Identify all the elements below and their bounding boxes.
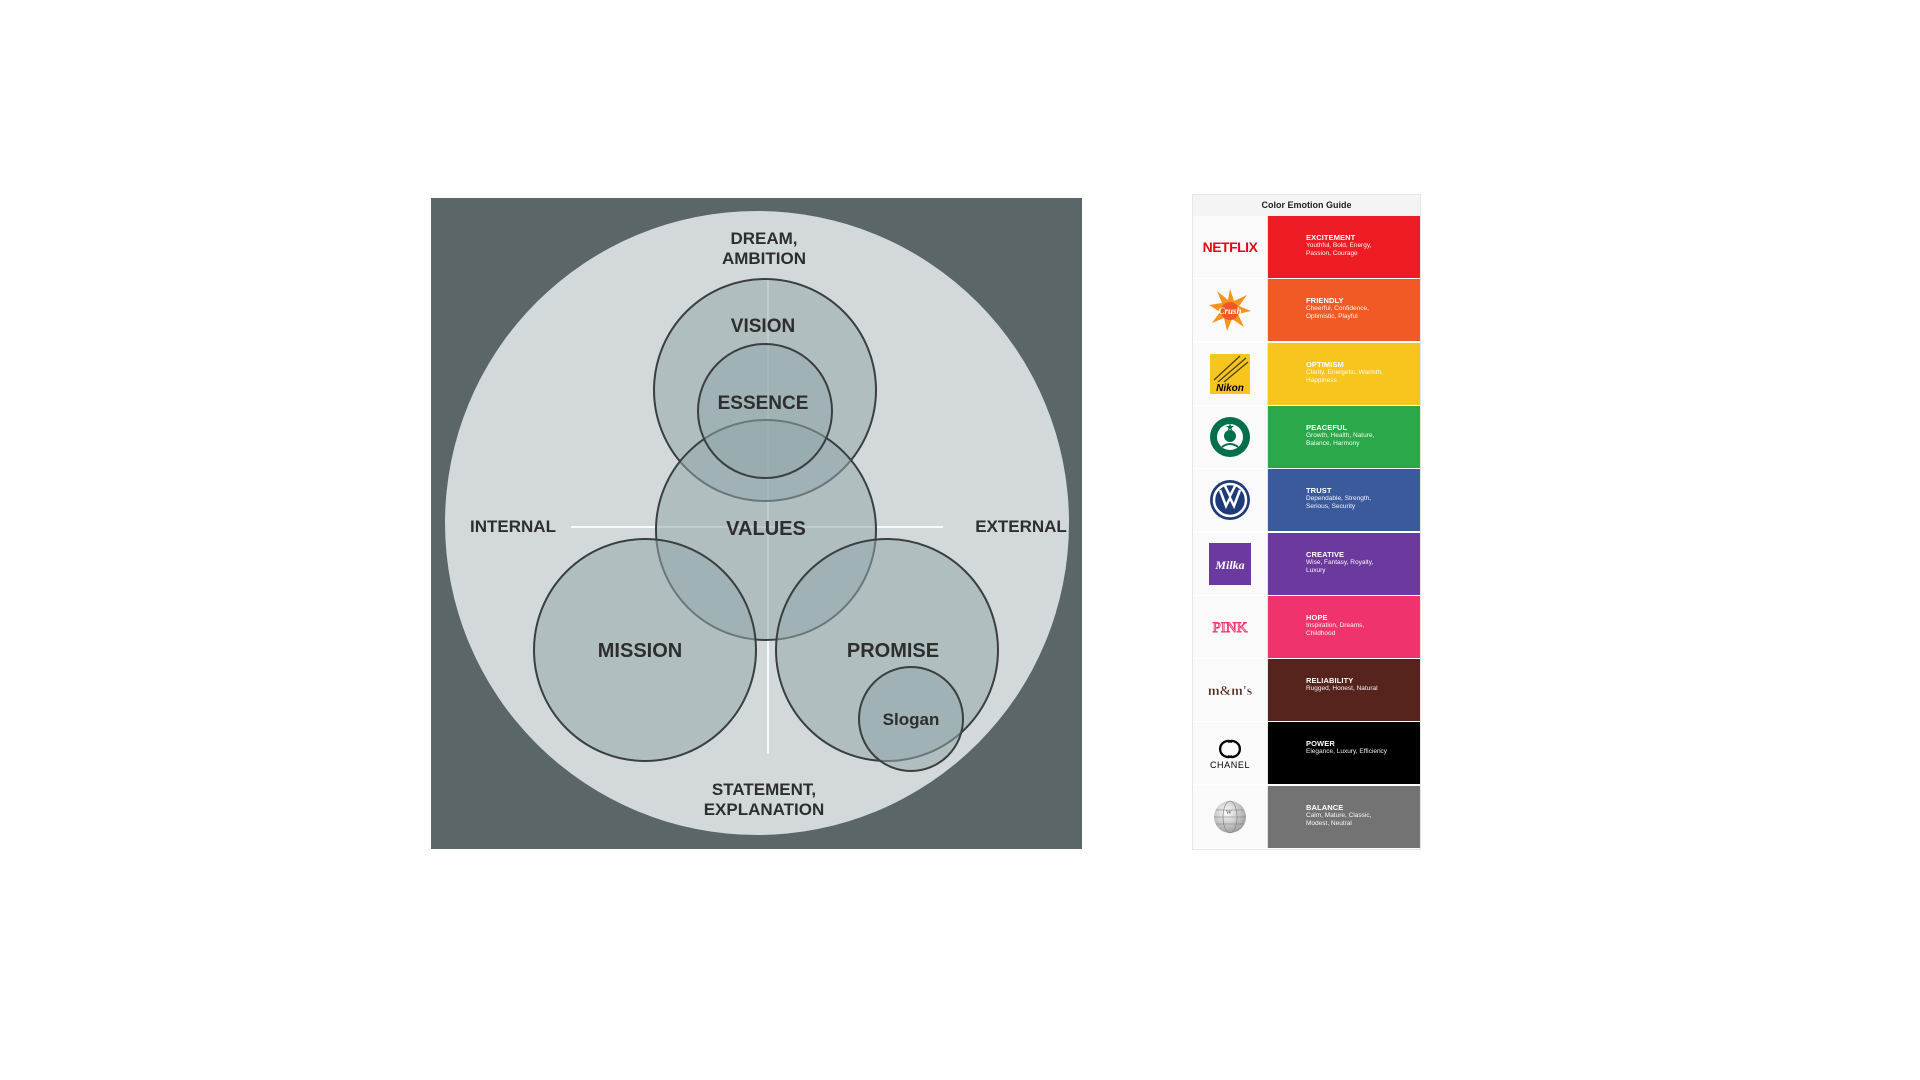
pink-logo-icon: PINK <box>1193 595 1268 658</box>
brand-model-diagram: DREAM, AMBITION VISION ESSENCE VALUES IN… <box>431 198 1082 849</box>
essence-circle <box>697 343 833 479</box>
svg-text:PINK: PINK <box>1212 620 1247 636</box>
emotion-label: EXCITEMENT <box>1306 233 1356 242</box>
essence-label: ESSENCE <box>718 393 809 414</box>
dream-label-line2: AMBITION <box>722 249 806 268</box>
svg-text:Milka: Milka <box>1214 558 1244 572</box>
emotion-traits: Growth, Health, Nature, Balance, Harmony <box>1306 431 1375 447</box>
wikipedia-globe-logo-icon: W <box>1193 785 1268 848</box>
svg-text:W: W <box>1226 810 1232 816</box>
svg-text:Nikon: Nikon <box>1216 383 1244 394</box>
emotion-traits: Dependable, Strength, Serious, Security <box>1306 495 1372 511</box>
emotion-label: OPTIMISM <box>1306 359 1344 369</box>
emotion-traits: Youthful, Bold, Energy, Passion, Courage <box>1306 242 1372 257</box>
emotion-label: HOPE <box>1306 612 1328 622</box>
mms-logo-icon: m&m's <box>1193 659 1268 722</box>
emotion-traits: Calm, Mature, Classic, Modest, Neutral <box>1306 811 1372 827</box>
svg-text:NETFLIX: NETFLIX <box>1203 239 1259 255</box>
emotion-traits: Rugged, Honest, Natural <box>1306 685 1378 693</box>
dream-label-line1: DREAM, <box>730 229 797 248</box>
emotion-label: RELIABILITY <box>1306 676 1354 686</box>
emotion-label: BALANCE <box>1306 802 1344 812</box>
external-label: EXTERNAL <box>975 517 1067 536</box>
emotion-label: POWER <box>1306 739 1335 749</box>
svg-text:CHANEL: CHANEL <box>1210 760 1250 770</box>
emotion-traits: Wise, Fantasy, Royalty, Luxury <box>1306 558 1374 574</box>
internal-label: INTERNAL <box>470 517 556 536</box>
emotion-label: TRUST <box>1306 486 1332 496</box>
mission-circle <box>533 538 757 762</box>
emotion-traits: Inspiration, Dreams, Childhood <box>1306 621 1365 637</box>
promise-label: PROMISE <box>847 640 939 662</box>
milka-logo-icon: Milka <box>1193 532 1268 595</box>
volkswagen-logo-icon <box>1193 469 1268 532</box>
emotion-label: CREATIVE <box>1306 549 1345 559</box>
nikon-logo-icon: Nikon <box>1193 342 1268 405</box>
statement-label-line1: STATEMENT, <box>712 780 816 799</box>
crush-logo-icon: Crush <box>1193 279 1268 342</box>
diagram-canvas: DREAM, AMBITION VISION ESSENCE VALUES IN… <box>431 198 1082 849</box>
guide-title: Color Emotion Guide <box>1193 195 1420 217</box>
emotion-traits: Elegance, Luxury, Efficiency <box>1306 748 1388 756</box>
slogan-label: Slogan <box>883 710 940 729</box>
emotion-label: PEACEFUL <box>1306 422 1348 432</box>
mission-label: MISSION <box>598 640 682 662</box>
emotion-label: FRIENDLY <box>1306 296 1344 306</box>
starbucks-logo-icon <box>1193 405 1268 468</box>
emotion-traits: Cheerful, Confidence, Optimistic, Playfu… <box>1306 305 1369 321</box>
netflix-logo-icon: NETFLIX <box>1193 216 1268 278</box>
slogan-circle <box>858 666 964 772</box>
vision-label: VISION <box>731 316 795 337</box>
chanel-logo-icon: CHANEL <box>1193 722 1268 785</box>
statement-label-line2: EXPLANATION <box>704 800 825 819</box>
svg-text:m&m's: m&m's <box>1208 684 1253 699</box>
svg-text:Crush: Crush <box>1218 306 1241 316</box>
values-label: VALUES <box>726 518 806 540</box>
emotion-traits: Clarity, Energetic, Warmth, Happiness <box>1306 368 1383 384</box>
